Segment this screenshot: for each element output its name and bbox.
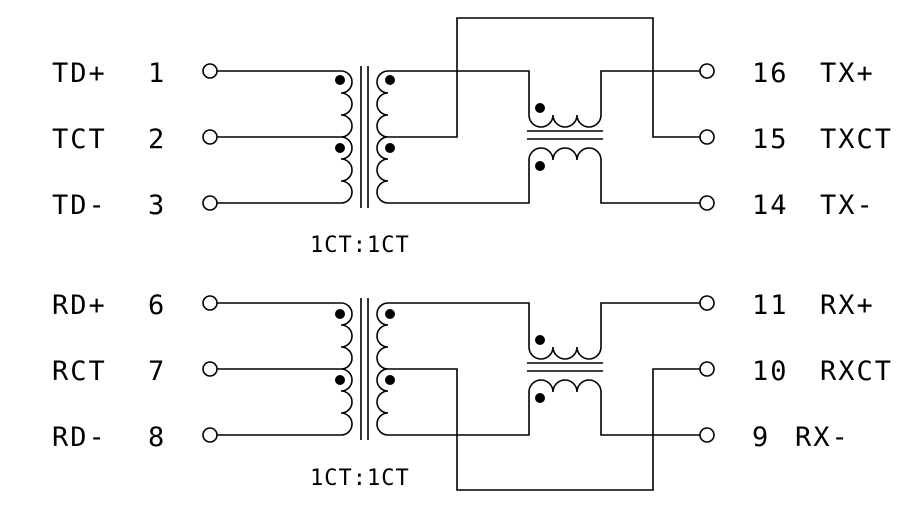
polarity-dot bbox=[385, 143, 395, 153]
polarity-dot bbox=[385, 375, 395, 385]
pin-number-10: 10 bbox=[752, 356, 789, 387]
tx-channel bbox=[202, 17, 715, 211]
secondary-winding-rx bbox=[376, 302, 389, 436]
pin-number-7: 7 bbox=[148, 356, 166, 387]
choke-winding-lower bbox=[528, 379, 700, 436]
primary-winding-rx bbox=[340, 302, 353, 436]
polarity-dot bbox=[535, 335, 545, 345]
pin-number-1: 1 bbox=[148, 58, 166, 89]
pin-number-11: 11 bbox=[752, 290, 789, 321]
wire-sec-center bbox=[388, 17, 700, 138]
pin-terminal-7 bbox=[202, 361, 218, 377]
pin-label-td-plus: TD+ bbox=[52, 58, 107, 89]
primary-winding-tx bbox=[340, 70, 353, 204]
wire-sec-bottom bbox=[388, 398, 530, 436]
wire-sec-top bbox=[388, 302, 530, 342]
pin-terminal-14 bbox=[699, 195, 715, 211]
polarity-dot bbox=[335, 309, 345, 319]
pin-terminal-2 bbox=[202, 129, 218, 145]
pin-terminal-15 bbox=[699, 129, 715, 145]
polarity-dot bbox=[385, 309, 395, 319]
pin-number-9: 9 bbox=[752, 422, 770, 453]
pin-label-tx-minus: TX- bbox=[820, 190, 875, 221]
pin-terminal-16 bbox=[699, 63, 715, 79]
polarity-dot bbox=[335, 375, 345, 385]
pin-number-2: 2 bbox=[148, 124, 166, 155]
ratio-label-top: 1CT:1CT bbox=[310, 233, 410, 258]
secondary-winding-tx bbox=[376, 70, 389, 204]
pin-terminal-10 bbox=[699, 361, 715, 377]
pin-terminal-1 bbox=[202, 63, 218, 79]
pin-label-tx-plus: TX+ bbox=[820, 58, 875, 89]
pin-number-15: 15 bbox=[752, 124, 789, 155]
polarity-dot bbox=[535, 393, 545, 403]
rx-channel bbox=[202, 295, 715, 491]
wire-sec-top bbox=[388, 70, 530, 110]
polarity-dot bbox=[535, 161, 545, 171]
choke-winding-upper bbox=[528, 302, 700, 360]
pin-label-rd-minus: RD- bbox=[52, 422, 107, 453]
polarity-dot bbox=[385, 75, 395, 85]
polarity-dot bbox=[335, 143, 345, 153]
wire-sec-center bbox=[388, 368, 700, 491]
choke-winding-lower bbox=[528, 147, 700, 204]
pin-label-rx-minus: RX- bbox=[795, 422, 850, 453]
pin-terminal-11 bbox=[699, 295, 715, 311]
pin-label-rd-plus: RD+ bbox=[52, 290, 107, 321]
pin-label-td-minus: TD- bbox=[52, 190, 107, 221]
wire-sec-bottom bbox=[388, 166, 530, 204]
pin-terminal-8 bbox=[202, 427, 218, 443]
pin-terminal-6 bbox=[202, 295, 218, 311]
choke-winding-upper bbox=[528, 70, 700, 128]
pin-label-rct: RCT bbox=[52, 356, 107, 387]
pin-number-14: 14 bbox=[752, 190, 789, 221]
polarity-dot bbox=[535, 103, 545, 113]
pin-label-rxct: RXCT bbox=[820, 356, 893, 387]
pin-label-txct: TXCT bbox=[820, 124, 893, 155]
polarity-dot bbox=[335, 75, 345, 85]
pin-number-6: 6 bbox=[148, 290, 166, 321]
pin-number-16: 16 bbox=[752, 58, 789, 89]
pin-label-rx-plus: RX+ bbox=[820, 290, 875, 321]
ratio-label-bottom: 1CT:1CT bbox=[310, 466, 410, 491]
pin-label-tct: TCT bbox=[52, 124, 107, 155]
pin-number-3: 3 bbox=[148, 190, 166, 221]
pin-terminal-9 bbox=[699, 427, 715, 443]
pin-terminal-3 bbox=[202, 195, 218, 211]
pin-number-8: 8 bbox=[148, 422, 166, 453]
